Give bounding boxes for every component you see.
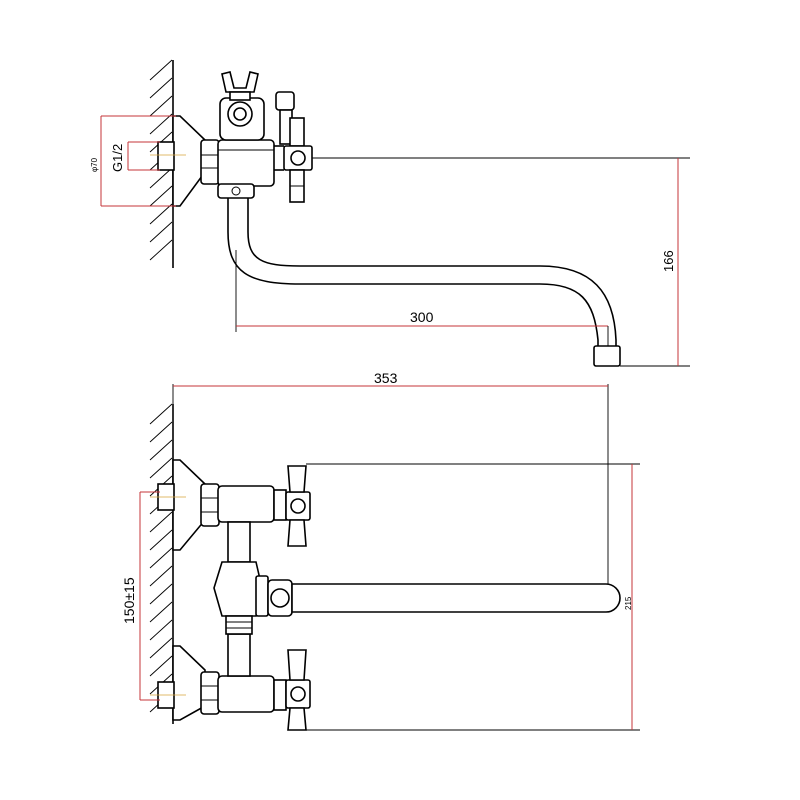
dim-215-label: 215 xyxy=(624,596,633,610)
valve-body-upper xyxy=(217,485,275,523)
valve-body-top xyxy=(217,139,275,187)
dim-166-label: 166 xyxy=(661,250,676,272)
dim-thread-label: G1/2 xyxy=(110,144,125,172)
side-elevation-view: 166 300 φ70 G1/2 xyxy=(90,59,690,367)
connector-lower xyxy=(227,633,251,677)
cross-handle-top xyxy=(275,91,313,203)
connector-upper xyxy=(227,521,251,563)
dim-diameter-label: φ70 xyxy=(90,157,99,172)
dim-center-distance-label: 150±15 xyxy=(121,577,137,624)
spout-straight xyxy=(291,583,621,613)
spout-curved xyxy=(227,198,599,348)
nut-top xyxy=(200,139,220,185)
aerator-top xyxy=(593,345,621,367)
dim-353-label: 353 xyxy=(374,370,398,386)
inlet-pipe-top xyxy=(157,141,175,171)
nut-upper xyxy=(200,483,220,527)
nut-lower xyxy=(200,671,220,715)
valve-body-lower xyxy=(217,675,275,713)
plan-view: 353 215 150±15 xyxy=(121,370,640,731)
wall-hatch-bottom xyxy=(149,403,174,724)
shower-holder xyxy=(219,71,265,141)
cross-handle-upper xyxy=(273,465,311,547)
dim-300-label: 300 xyxy=(410,309,434,325)
swivel-nut-top xyxy=(217,183,255,199)
cross-handle-lower xyxy=(273,649,311,731)
spout-junction xyxy=(213,561,293,635)
